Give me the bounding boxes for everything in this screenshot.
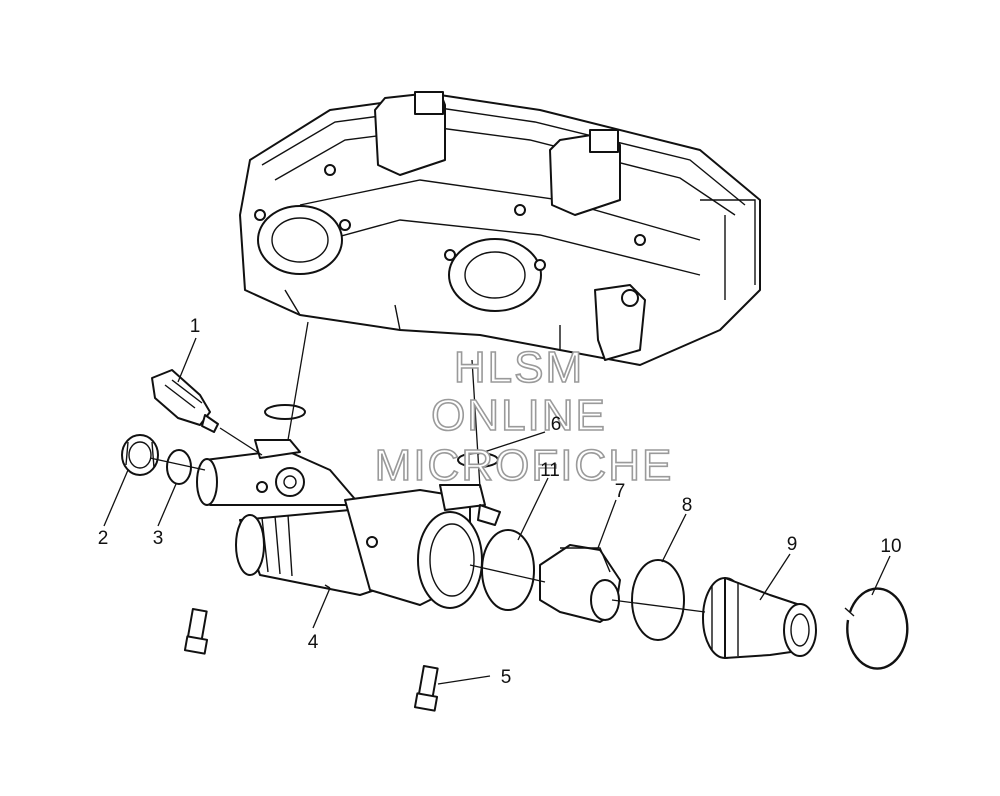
watermark-line-3: MICROFICHE [375,441,674,490]
callout-10: 10 [880,536,901,557]
o-ring-thermostat [631,559,685,641]
callout-4: 4 [308,632,319,653]
leader-lines [103,321,891,685]
callout-11: 11 [540,460,560,481]
callout-3: 3 [153,528,164,549]
callout-8: 8 [682,495,693,516]
callout-2: 2 [98,528,109,549]
cylinder-head [239,91,761,366]
thermostat-cover [702,577,817,659]
watermark-line-1: HLSM [454,343,584,392]
retaining-clip [844,587,909,670]
temperature-sensor [151,369,219,433]
o-ring-upper-left [264,404,306,420]
o-ring-small [166,449,192,485]
callout-9: 9 [787,534,798,555]
bolt-left [183,608,209,655]
callout-labels: 1 2 3 4 5 6 7 8 9 10 11 [98,316,902,688]
thermostat [539,544,621,623]
watermark: HLSM ONLINE MICROFICHE [374,342,674,491]
plug [121,434,159,476]
callout-5: 5 [501,667,512,688]
o-ring-large [481,529,535,611]
watermark-line-2: ONLINE [431,391,607,440]
callout-6: 6 [551,414,562,435]
bolt-bottom [413,665,439,712]
thermostat-housing [196,439,501,609]
callout-7: 7 [615,481,626,502]
callout-1: 1 [190,316,201,337]
